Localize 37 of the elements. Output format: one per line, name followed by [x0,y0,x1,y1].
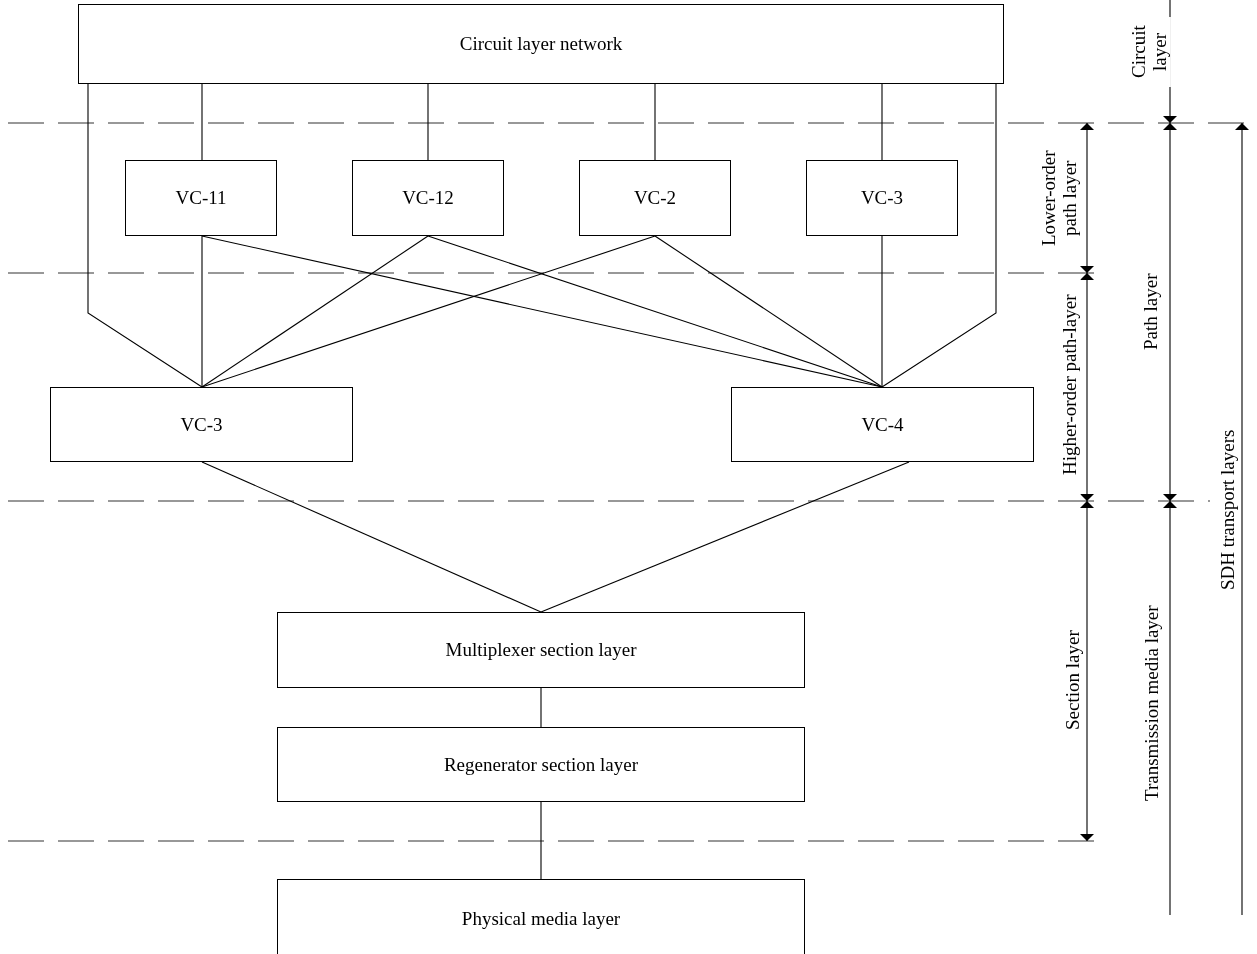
connector-line [654,83,656,161]
box-label: VC-3 [860,187,904,209]
box-label: VC-12 [402,187,454,209]
layer-box [277,727,805,802]
box-label: Circuit layer network [459,33,623,55]
box-label: VC-2 [633,187,677,209]
box-label: VC-11 [175,187,227,209]
connector-line [201,83,203,161]
connector-line [201,235,203,388]
layer-label: Circuit layer [1129,17,1171,87]
layer-box [352,160,504,236]
box-label: Physical media layer [461,908,621,930]
layer-box [806,160,958,236]
connector-line [87,83,203,388]
layer-box [731,387,1034,462]
connector-line [540,801,542,880]
connector-line [881,235,883,388]
layer-box [277,879,805,954]
layer-box [277,612,805,688]
box-label: Multiplexer section layer [445,639,637,661]
connector-line [654,235,883,388]
connector-line [201,235,656,388]
box-label: VC-4 [861,413,904,436]
layer-box [125,160,277,236]
layer-box [50,387,353,462]
connector-line [427,235,883,388]
connector-line [427,83,429,161]
box-label: VC-3 [180,413,223,436]
connector-line [201,235,429,388]
box-label: Regenerator section layer [443,753,639,776]
connector-line [540,461,910,613]
connector-line [881,83,997,388]
connector-line [881,83,883,161]
layer-box [78,4,1004,84]
connector-line [540,687,542,728]
connector-line [201,461,542,613]
layer-box [579,160,731,236]
